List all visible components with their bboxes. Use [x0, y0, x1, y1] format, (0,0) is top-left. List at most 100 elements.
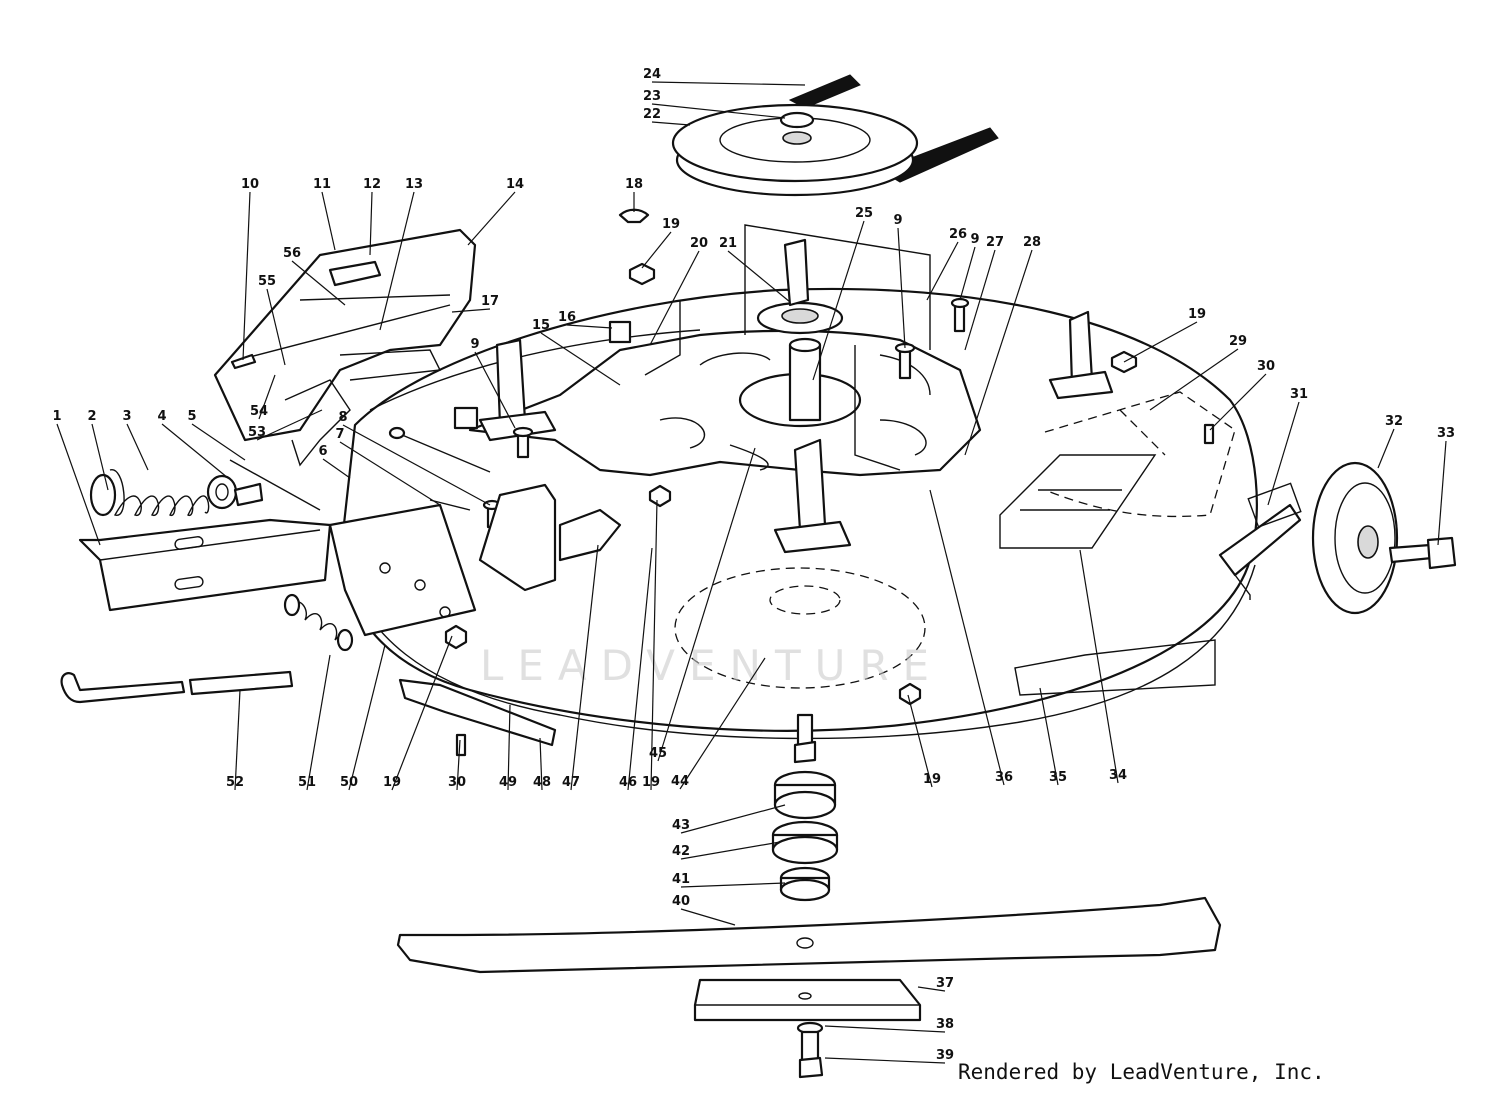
callout-leader-53: [256, 409, 323, 441]
lift-rods: [229, 426, 491, 511]
callout-29: 29: [1229, 334, 1247, 349]
callout-leader-36: [929, 489, 1005, 786]
callout-53: 53: [248, 425, 266, 440]
callout-leader-22: [651, 121, 691, 126]
callout-31: 31: [1290, 387, 1308, 402]
deck-hangers: [478, 238, 1114, 554]
callout-leader-52: [234, 689, 241, 791]
callout-leader-27: [964, 249, 996, 351]
callout-leader-11: [321, 191, 336, 251]
callout-22: 22: [643, 107, 661, 122]
callout-leaders: [56, 81, 1447, 1064]
callout-2: 2: [87, 409, 96, 424]
callout-45: 45: [649, 746, 667, 761]
callout-leader-1: [56, 423, 101, 546]
callout-46: 46: [619, 775, 637, 790]
callout-6: 6: [318, 444, 327, 459]
callout-leader-9: [474, 351, 516, 429]
callout-leader-31: [1267, 401, 1300, 506]
callout-19: 19: [383, 775, 401, 790]
callout-20: 20: [690, 236, 708, 251]
callout-leader-47: [570, 544, 599, 791]
callout-leader-19: [1123, 321, 1198, 363]
drive-pulley: [671, 103, 919, 197]
callout-leader-35: [1039, 687, 1059, 786]
callout-leader-12: [369, 191, 373, 256]
chute-hinge-rod: [230, 304, 451, 370]
callout-leader-26: [926, 241, 959, 301]
callout-leader-7: [339, 441, 441, 506]
callout-leader-17: [451, 308, 491, 313]
callout-leader-5: [191, 423, 246, 461]
callout-leader-15: [540, 332, 621, 386]
callout-leader-23: [651, 103, 786, 119]
callout-15: 15: [532, 318, 550, 333]
callout-leader-19: [650, 499, 658, 791]
callout-25: 25: [855, 206, 873, 221]
callout-leader-21: [727, 250, 791, 303]
callout-19: 19: [1188, 307, 1206, 322]
callout-1: 1: [52, 409, 61, 424]
callout-leader-41: [680, 882, 786, 888]
spindle-housing: [788, 337, 822, 422]
callout-36: 36: [995, 770, 1013, 785]
callout-leader-24: [651, 81, 806, 86]
callout-18: 18: [625, 177, 643, 192]
callout-leader-50: [348, 644, 386, 791]
callout-leader-9: [959, 246, 976, 301]
credit-text: Rendered by LeadVenture, Inc.: [958, 1060, 1325, 1084]
callout-42: 42: [672, 844, 690, 859]
callout-leader-9: [897, 227, 906, 349]
callout-24: 24: [643, 67, 661, 82]
callout-leader-51: [306, 654, 331, 791]
callout-leader-33: [1437, 440, 1447, 546]
callout-leader-25: [812, 220, 865, 381]
callout-26: 26: [949, 227, 967, 242]
callout-48: 48: [533, 775, 551, 790]
callout-54: 54: [250, 404, 268, 419]
callout-32: 32: [1385, 414, 1403, 429]
callout-28: 28: [1023, 235, 1041, 250]
callout-38: 38: [936, 1017, 954, 1032]
callout-leader-44: [679, 657, 766, 790]
callout-leader-39: [824, 1057, 946, 1064]
callout-50: 50: [340, 775, 358, 790]
callout-40: 40: [672, 894, 690, 909]
callout-leader-14: [467, 191, 516, 246]
callout-14: 14: [506, 177, 524, 192]
callout-19: 19: [923, 772, 941, 787]
callout-12: 12: [363, 177, 381, 192]
callout-43: 43: [672, 818, 690, 833]
callout-leader-28: [964, 249, 1033, 456]
callout-leader-20: [649, 250, 700, 346]
callout-leader-16: [566, 324, 613, 329]
mower-blade: [396, 896, 1222, 974]
callout-9: 9: [470, 337, 479, 352]
callout-41: 41: [672, 872, 690, 887]
callout-39: 39: [936, 1048, 954, 1063]
callout-13: 13: [405, 177, 423, 192]
callout-leader-40: [680, 908, 736, 926]
deck-decals: [999, 454, 1216, 696]
callout-37: 37: [936, 976, 954, 991]
callout-49: 49: [499, 775, 517, 790]
fasteners: [444, 208, 1215, 757]
callout-4: 4: [157, 409, 166, 424]
callout-3: 3: [122, 409, 131, 424]
height-adjust-bracket: [328, 483, 622, 637]
front-bracket: [78, 518, 332, 612]
deck-hidden-lines: [674, 391, 1236, 689]
wheel-bolt: [1388, 536, 1457, 570]
callout-leader-56: [291, 260, 346, 306]
callout-44: 44: [671, 774, 689, 789]
callout-leader-32: [1377, 428, 1395, 469]
callout-leader-8: [342, 424, 491, 506]
callout-17: 17: [481, 294, 499, 309]
discharge-chute: [213, 228, 477, 467]
callout-19: 19: [662, 217, 680, 232]
callout-leader-6: [322, 458, 351, 479]
gauge-wheel-bracket: [1218, 482, 1302, 577]
callout-leader-29: [1149, 348, 1239, 411]
callout-leader-45: [657, 447, 756, 762]
